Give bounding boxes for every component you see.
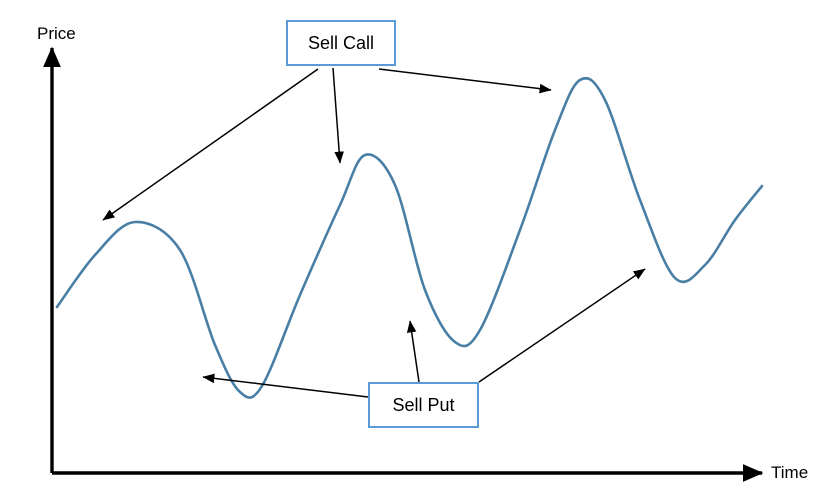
callout-sell-put-label: Sell Put bbox=[392, 394, 455, 415]
annotation-arrow-sell-put-to-trough-2 bbox=[406, 320, 420, 383]
x-axis-label: Time bbox=[771, 463, 809, 482]
annotation-arrow-sell-call-to-peak-2 bbox=[332, 67, 344, 164]
y-axis-label: Price bbox=[37, 24, 76, 43]
axis-group bbox=[43, 46, 764, 482]
annotation-arrow-sell-call-to-peak-3 bbox=[378, 68, 552, 94]
callout-sell-call-label: Sell Call bbox=[307, 32, 375, 53]
callout-sell-call[interactable]: Sell Call bbox=[286, 20, 396, 66]
annotation-arrow-sell-put-to-trough-3 bbox=[478, 268, 646, 383]
annotation-arrow-sell-put-to-trough-1 bbox=[202, 373, 369, 398]
annotation-arrow-sell-call-to-peak-1 bbox=[102, 68, 319, 221]
price-curve-group bbox=[55, 76, 764, 399]
callout-sell-put[interactable]: Sell Put bbox=[368, 382, 479, 428]
price-curve bbox=[55, 76, 764, 399]
annotation-arrow-layer bbox=[102, 67, 646, 398]
